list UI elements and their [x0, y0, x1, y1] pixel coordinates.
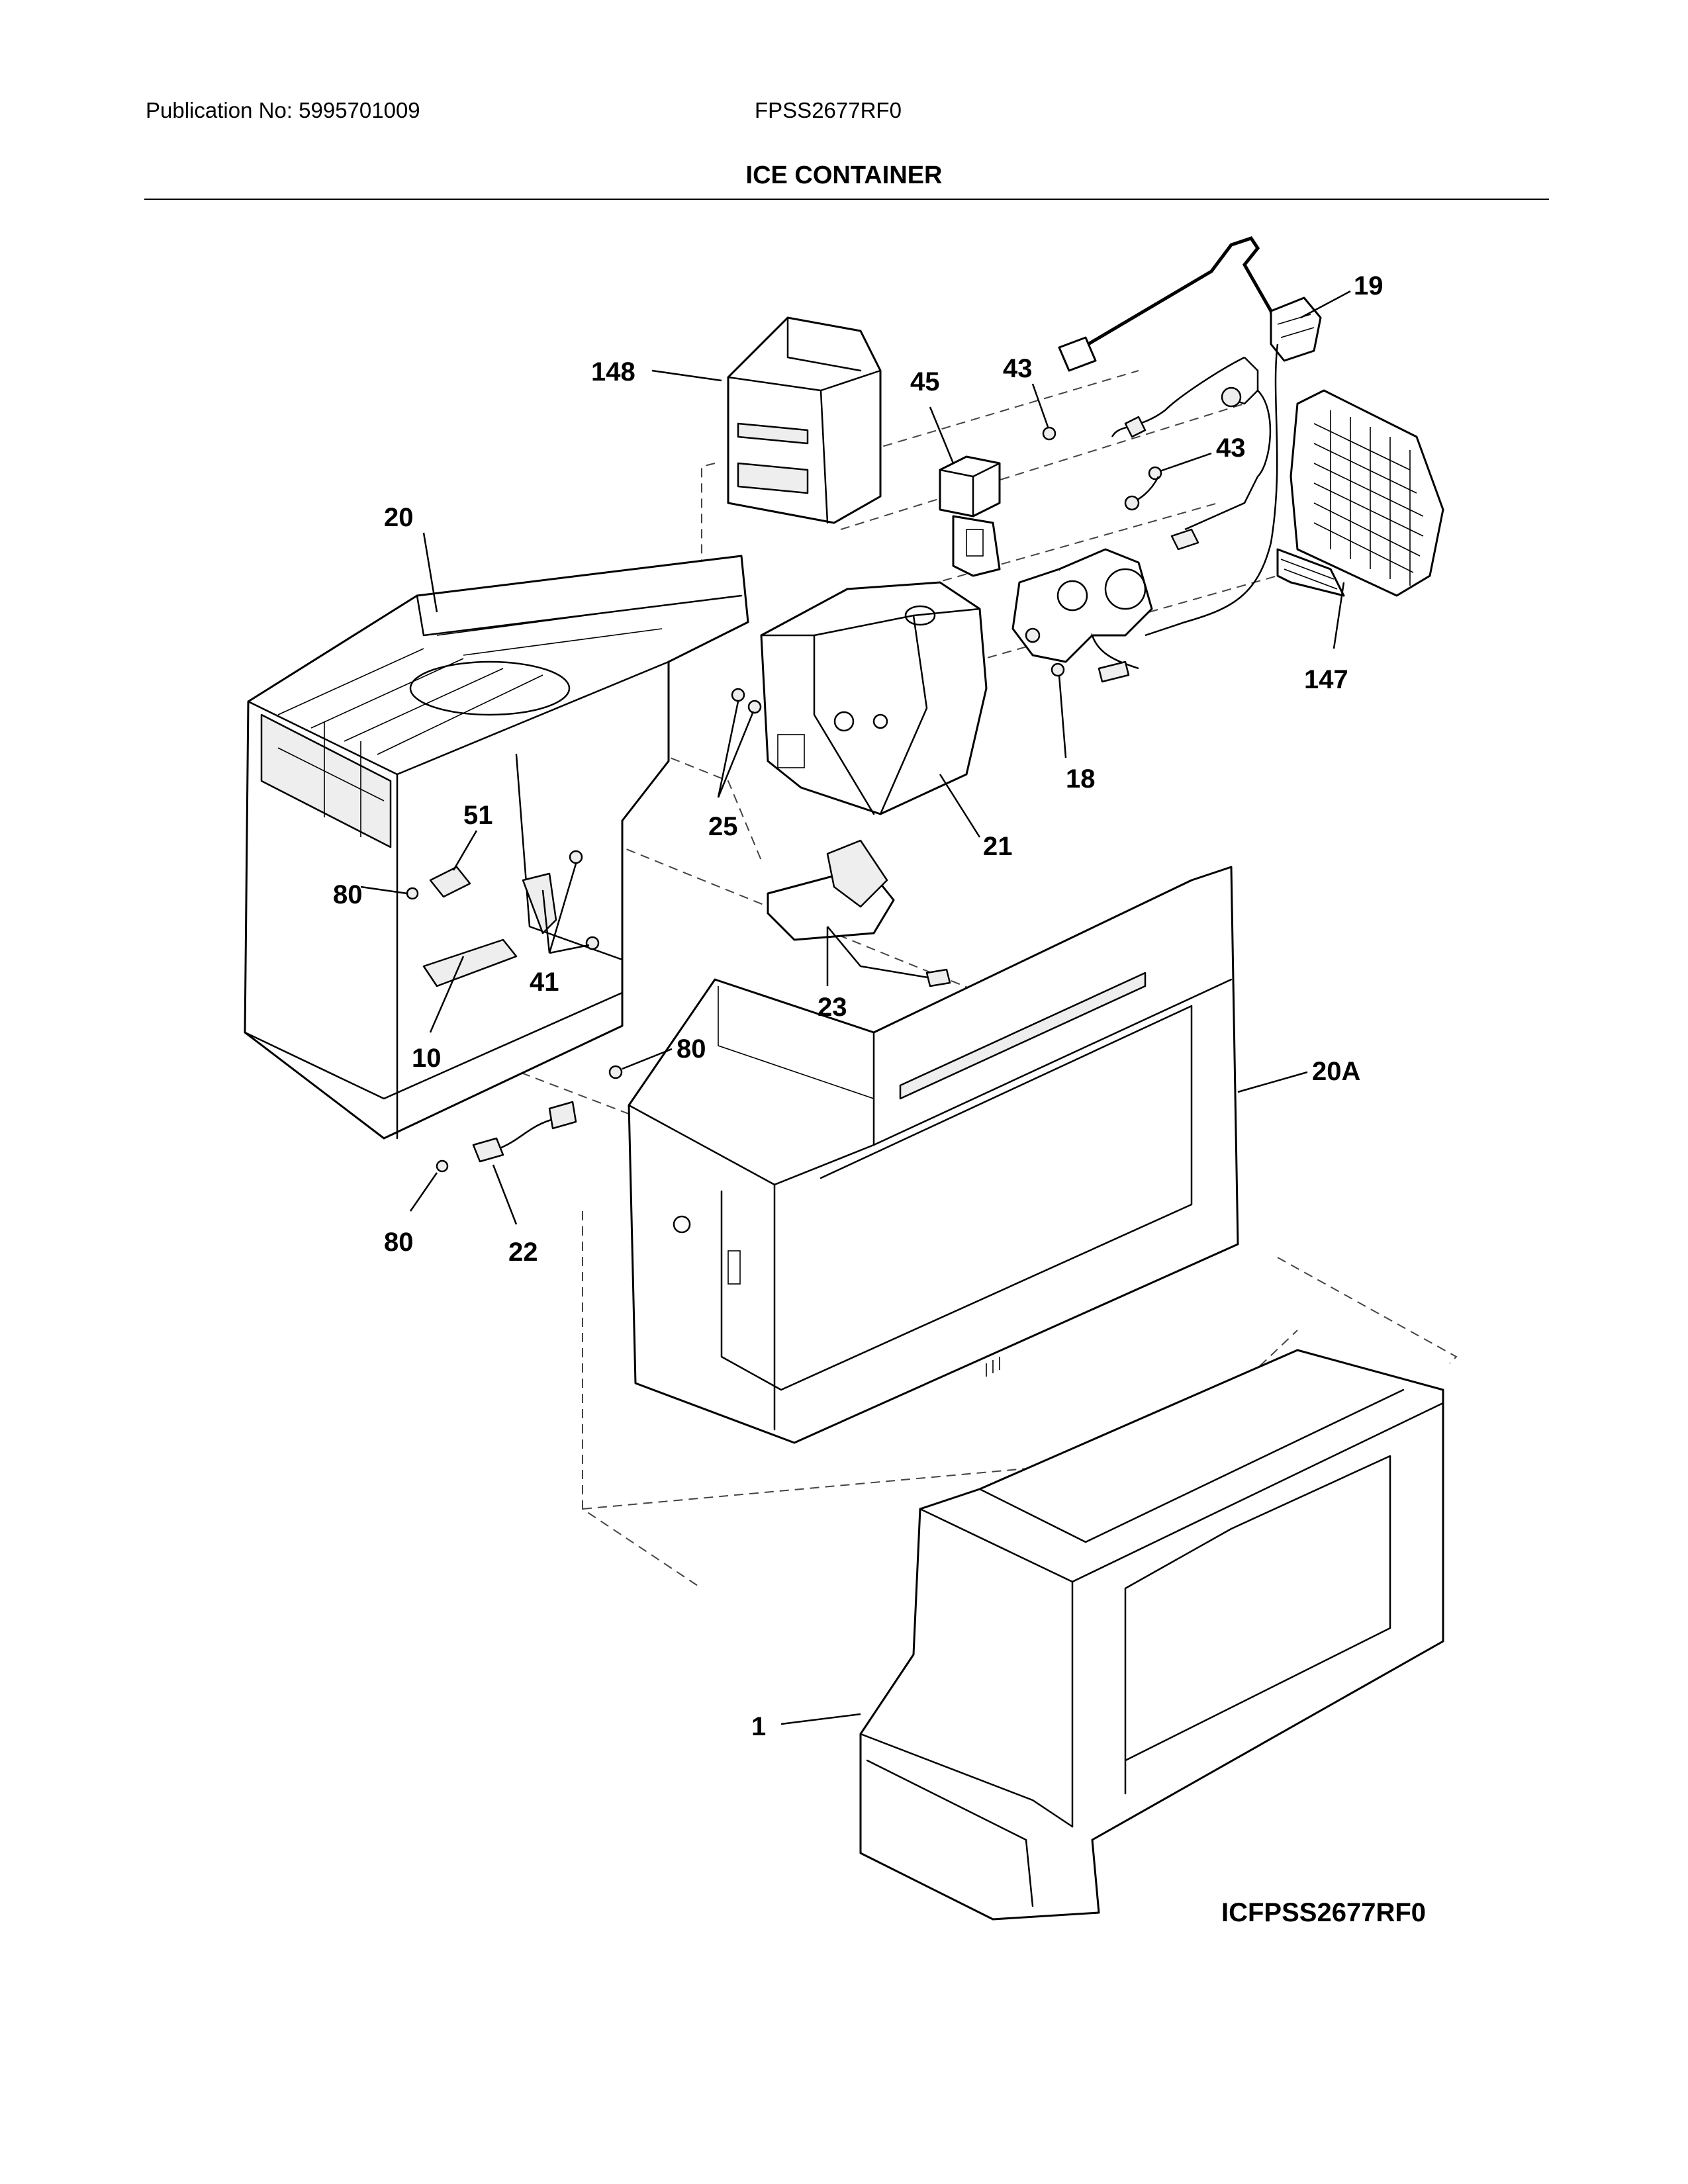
callout-148: 148 — [591, 357, 635, 387]
part-19-wire-harness — [1058, 236, 1322, 637]
part-43-screw-lower — [1148, 466, 1162, 480]
callout-43-upper: 43 — [1003, 354, 1033, 383]
publication-number: Publication No: 5995701009 — [146, 98, 420, 122]
callout-80-bottom: 80 — [384, 1228, 414, 1257]
callout-45: 45 — [910, 367, 940, 396]
callout-19: 19 — [1354, 271, 1383, 300]
callout-147: 147 — [1304, 665, 1348, 694]
part-80-screw-bottom — [608, 1065, 623, 1079]
diagram-reference-code: ICFPSS2677RF0 — [1221, 1898, 1427, 1927]
part-147-fan-grille — [1276, 389, 1444, 597]
part-22-thermistor — [472, 1101, 577, 1163]
part-18-ice-maker-motor — [1011, 548, 1153, 683]
part-45-solenoid — [939, 455, 1001, 577]
callout-21: 21 — [983, 832, 1013, 861]
part-148-cover — [727, 316, 882, 524]
callout-10: 10 — [412, 1044, 442, 1073]
callout-20A: 20A — [1312, 1057, 1360, 1086]
part-51-clip — [429, 866, 471, 898]
part-43-screw-upper — [1042, 426, 1056, 441]
model-number: FPSS2677RF0 — [755, 98, 902, 122]
part-41-screws — [522, 850, 600, 950]
part-20-ice-bucket-frame — [244, 555, 749, 1140]
callout-22: 22 — [508, 1238, 538, 1267]
callout-51: 51 — [463, 801, 493, 830]
page-title: ICE CONTAINER — [745, 161, 943, 189]
callout-41: 41 — [530, 968, 559, 997]
callout-20: 20 — [384, 503, 414, 532]
part-80-screw-lower — [436, 1160, 449, 1173]
part-23-paddle-assembly — [767, 839, 951, 987]
part-1-ice-bucket — [859, 1349, 1444, 1921]
part-20A-container-housing — [628, 866, 1239, 1444]
callout-25: 25 — [708, 812, 738, 841]
header-rule — [144, 199, 1549, 200]
callout-80-left: 80 — [333, 880, 363, 909]
callout-18: 18 — [1066, 764, 1096, 794]
part-21-ice-maker-housing — [731, 581, 988, 815]
callout-43-lower: 43 — [1216, 433, 1246, 463]
callout-23: 23 — [818, 993, 847, 1022]
part-80-screw-left — [406, 887, 419, 900]
callout-80-center: 80 — [677, 1034, 706, 1064]
callout-numbers: 19 148 45 43 43 147 20 18 25 21 51 80 41… — [333, 271, 1383, 1741]
callout-leaders — [360, 290, 1351, 1725]
callout-1: 1 — [751, 1712, 766, 1741]
